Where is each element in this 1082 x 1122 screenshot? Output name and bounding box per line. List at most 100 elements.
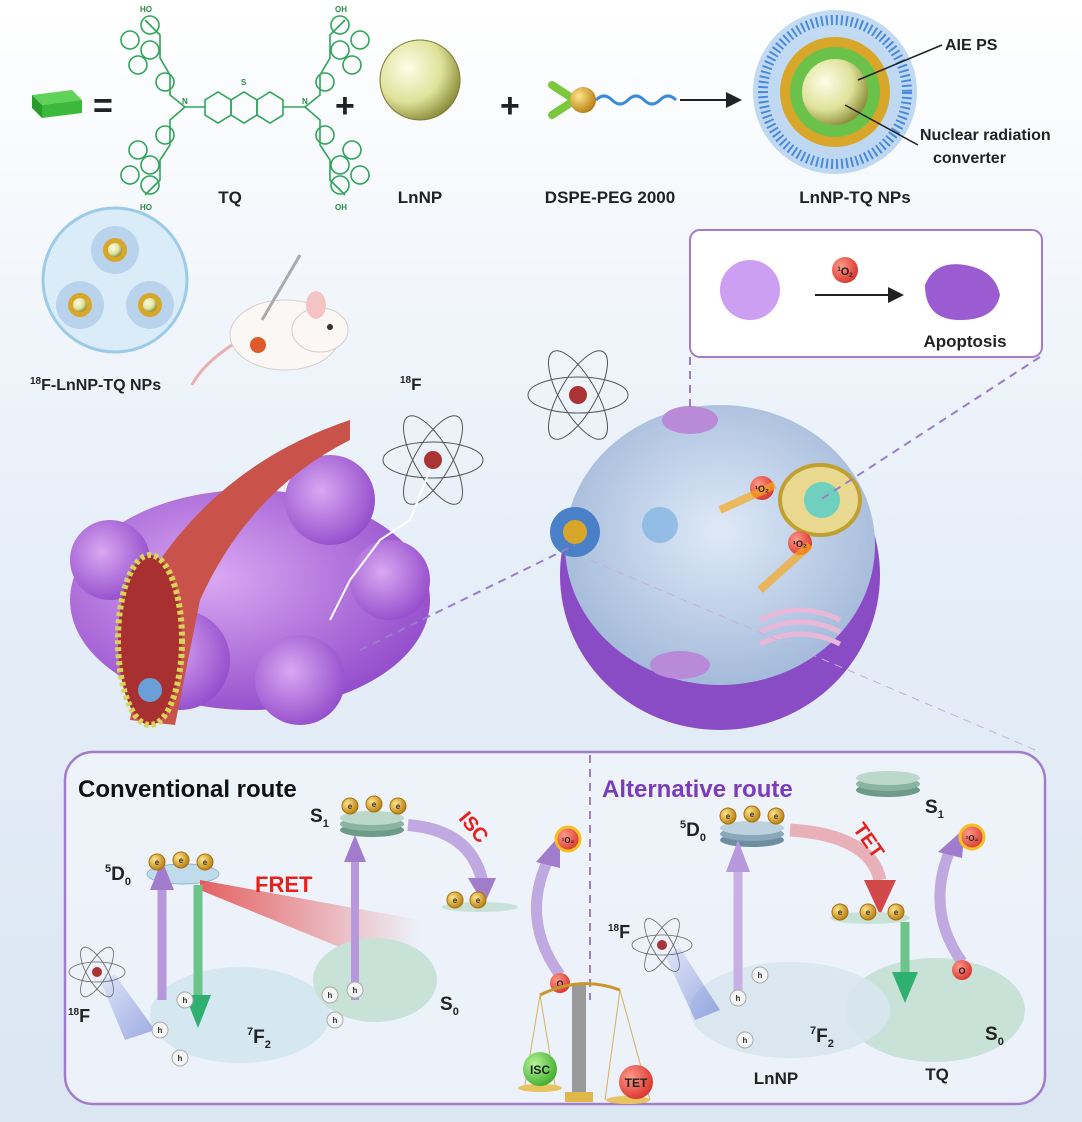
singlet-oxygen-label: 1O2 bbox=[837, 266, 853, 279]
atom-ho: HO bbox=[140, 5, 152, 14]
s1-label-alt: S1 bbox=[925, 797, 944, 821]
f18-atom-icon bbox=[382, 415, 484, 505]
main: S bbox=[440, 994, 453, 1015]
conventional-route-title: Conventional route bbox=[78, 776, 297, 803]
o2-label-conv: O bbox=[556, 979, 563, 989]
singlet-o2-burst-alt bbox=[958, 823, 986, 851]
equals-sign: = bbox=[93, 87, 113, 125]
electron-label: e bbox=[750, 810, 755, 819]
electron-icon bbox=[341, 797, 359, 815]
hole-label: h bbox=[743, 1036, 748, 1045]
excitation-arrow-head-conv bbox=[150, 860, 174, 890]
injected-nps-label: 18F-LnNP-TQ NPs bbox=[30, 376, 161, 394]
apoptosis-panel bbox=[689, 229, 1043, 358]
electron-label: e bbox=[774, 812, 779, 821]
s1-label-conv: S1 bbox=[310, 806, 329, 830]
f18-label-conv: 18F bbox=[68, 1006, 90, 1026]
singlet-o2-burst-conv bbox=[554, 825, 582, 853]
sup: 18 bbox=[608, 923, 620, 934]
balance-tet-ball bbox=[619, 1065, 653, 1099]
electron-icon bbox=[446, 891, 464, 909]
tumor-cell bbox=[550, 405, 880, 730]
sub: 2 bbox=[265, 1039, 271, 1051]
hole-icon bbox=[346, 981, 364, 999]
f18-label-alt: 18F bbox=[608, 922, 630, 942]
sup: 18 bbox=[68, 1007, 80, 1018]
electron-label: e bbox=[726, 812, 731, 821]
fret-label: FRET bbox=[255, 872, 313, 897]
electron-icon bbox=[148, 853, 166, 871]
hole-label: h bbox=[158, 1026, 163, 1035]
apoptosis-label: Apoptosis bbox=[923, 332, 1006, 351]
tq-label: TQ bbox=[218, 188, 242, 207]
f18-atom-icon-conv bbox=[68, 946, 126, 998]
balance-scale bbox=[518, 982, 651, 1104]
dspe-peg-molecule bbox=[548, 81, 678, 119]
hole-icon bbox=[151, 1021, 169, 1039]
main: O bbox=[841, 266, 850, 278]
main: F bbox=[411, 375, 421, 394]
electron-label: e bbox=[396, 802, 401, 811]
aie-ps-pointer bbox=[857, 44, 943, 81]
electron-icon bbox=[172, 851, 190, 869]
hole-icon bbox=[171, 1049, 189, 1067]
aie-ps-block-icon bbox=[32, 90, 82, 118]
atom-n-right: N bbox=[302, 97, 308, 106]
singlet-oxygen-badge bbox=[832, 257, 858, 283]
dspe-peg-label: DSPE-PEG 2000 bbox=[545, 188, 675, 207]
tq-emission-arrow-head bbox=[892, 972, 918, 1003]
hole-label: h bbox=[328, 991, 333, 1000]
lnnp-sphere bbox=[379, 39, 461, 121]
s1-level-stack-conv bbox=[340, 811, 404, 837]
electron-icon bbox=[743, 805, 761, 823]
converter-pointer bbox=[844, 104, 919, 146]
main: D bbox=[111, 864, 125, 885]
hole-icon bbox=[736, 1031, 754, 1049]
main: F bbox=[816, 1026, 828, 1047]
singlet-o2-label-conv: ¹O₂ bbox=[562, 836, 575, 845]
electron-label: e bbox=[894, 908, 899, 917]
atom-ho-bottom: HO bbox=[140, 203, 152, 212]
electron-icon bbox=[365, 795, 383, 813]
tq-molecule-structure bbox=[120, 15, 370, 196]
sub: 1 bbox=[323, 818, 329, 830]
o2-ball-alt bbox=[952, 960, 972, 980]
electron-icon bbox=[767, 807, 785, 825]
radiation-lightning bbox=[329, 469, 431, 621]
singlet-o2-label-alt: ¹O₂ bbox=[966, 834, 979, 843]
atom-oh: OH bbox=[335, 5, 347, 14]
oxygen-activation-arrow-conv bbox=[530, 857, 565, 979]
sup: 18 bbox=[400, 375, 412, 386]
excitation-arrow-head-alt bbox=[726, 840, 750, 872]
sub: 0 bbox=[700, 832, 706, 844]
hole-icon bbox=[176, 991, 194, 1009]
blood-vessel bbox=[130, 420, 350, 725]
sup: 1 bbox=[837, 267, 841, 273]
apoptotic-cell-icon bbox=[925, 264, 1000, 320]
cell-atom-icon bbox=[527, 350, 629, 440]
electron-icon bbox=[859, 903, 877, 921]
oxygen-activation-arrow-head-alt bbox=[938, 828, 965, 858]
sub: 1 bbox=[938, 809, 944, 821]
s0-label-conv: S0 bbox=[440, 994, 459, 1018]
mouse-illustration bbox=[190, 254, 349, 386]
hole-label: h bbox=[736, 994, 741, 1003]
electron-label: e bbox=[155, 858, 160, 867]
main: D bbox=[686, 820, 700, 841]
radiation-beam-alt bbox=[665, 948, 720, 1020]
lnnp-caption: LnNP bbox=[754, 1069, 798, 1088]
hole-icon bbox=[321, 986, 339, 1004]
f18-isotope-label: 18F bbox=[400, 375, 422, 394]
lnnp-label: LnNP bbox=[398, 188, 442, 207]
oxygen-activation-arrow-head-conv bbox=[536, 835, 560, 868]
balance-isc-ball bbox=[523, 1052, 557, 1086]
lnnp-tq-nanoparticle bbox=[753, 10, 917, 174]
sup: 7 bbox=[247, 1026, 253, 1038]
hole-icon bbox=[729, 989, 747, 1007]
sub: 2 bbox=[828, 1038, 834, 1050]
sup: 7 bbox=[810, 1025, 816, 1037]
nanoparticle-zoom-bubble bbox=[41, 206, 189, 354]
balance-isc-label: ISC bbox=[530, 1063, 550, 1077]
